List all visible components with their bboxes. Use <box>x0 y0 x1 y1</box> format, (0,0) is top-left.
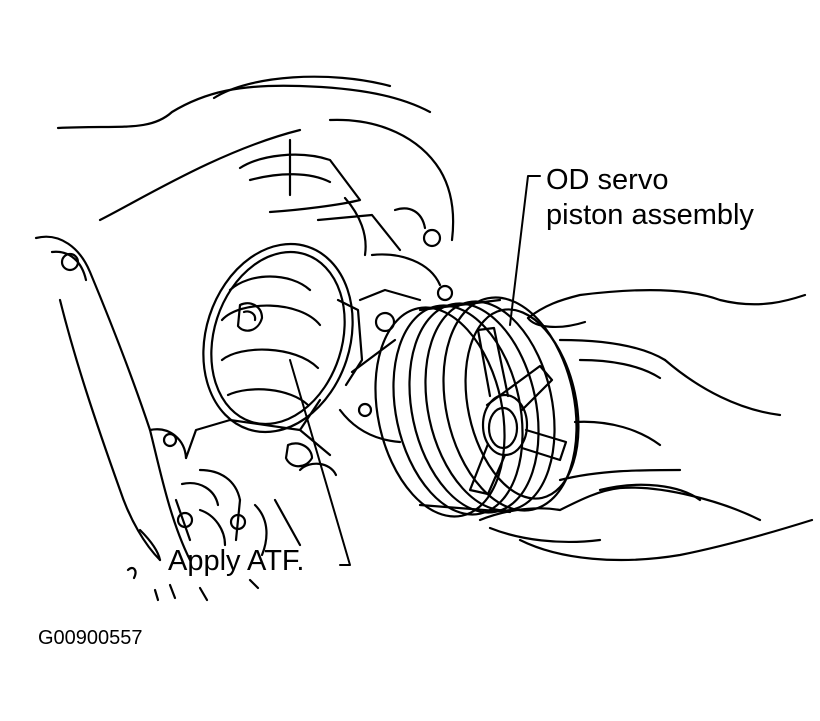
od-servo-label-line1: OD servo <box>546 164 669 196</box>
servo-bore <box>202 242 364 434</box>
od-servo-callout: OD servo piston assembly <box>546 166 754 230</box>
hands <box>478 288 814 562</box>
apply-atf-callout: Apply ATF. <box>168 545 305 577</box>
od-servo-label-line2: piston assembly <box>546 199 754 231</box>
transmission-case <box>34 75 455 602</box>
figure-code: G00900557 <box>38 627 143 649</box>
leader-lines <box>289 175 541 566</box>
servo-piston <box>374 296 580 518</box>
